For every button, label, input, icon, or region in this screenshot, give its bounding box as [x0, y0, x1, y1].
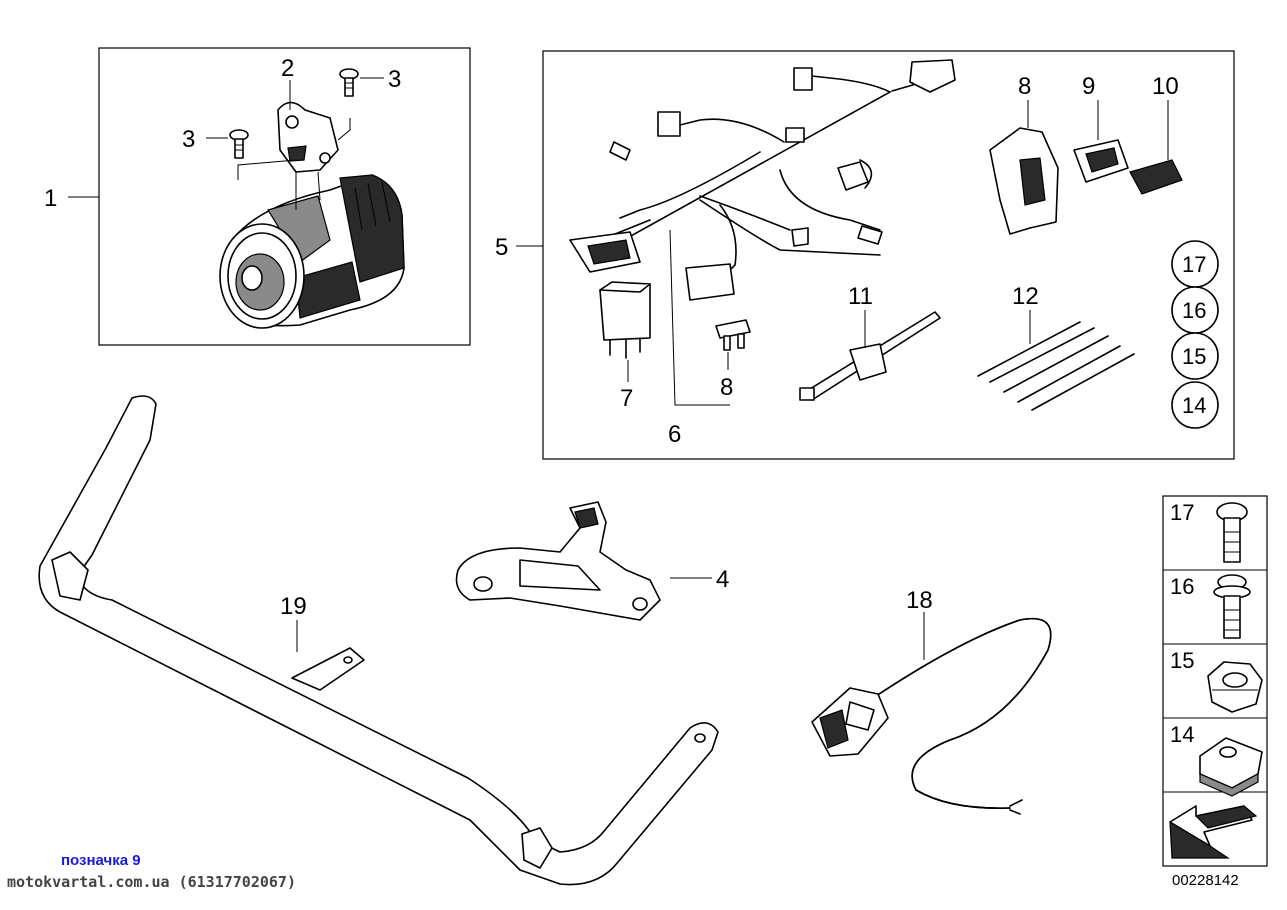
guard-bar	[38, 395, 719, 886]
circled-ref-14: 14	[1171, 381, 1219, 429]
direction-arrow-icon	[1169, 805, 1258, 859]
fuse	[715, 319, 751, 351]
cable-tie-with-holder	[799, 311, 941, 401]
switch-housing	[989, 127, 1059, 235]
wiring-harness-group-frame	[542, 50, 1235, 460]
screw-upper	[339, 68, 359, 97]
callout-2: 2	[281, 55, 294, 82]
callout-10: 9	[1082, 73, 1095, 100]
diagram-id: 00228142	[1172, 872, 1239, 889]
footer-site-link[interactable]: motokvartal.com.ua (61317702067)	[7, 873, 296, 891]
circled-ref-16: 16	[1171, 286, 1219, 334]
callout-3-upper: 3	[388, 66, 401, 93]
wiring-harness	[569, 59, 956, 301]
callout-12: 11	[848, 283, 873, 310]
callout-11: 10	[1152, 73, 1179, 100]
callout-6: 6	[668, 421, 681, 448]
callout-7: 7	[620, 385, 633, 412]
svg-text:17: 17	[1170, 500, 1194, 525]
circled-ref-17: 17	[1171, 240, 1219, 288]
svg-text:15: 15	[1170, 648, 1194, 673]
svg-text:14: 14	[1182, 393, 1206, 418]
fastener-table	[1162, 495, 1268, 867]
cable-ties	[977, 321, 1135, 411]
callout-8: 8	[720, 374, 733, 401]
svg-text:17: 17	[1182, 252, 1206, 277]
callout-13: 12	[1012, 283, 1039, 310]
fog-light-lamp	[219, 174, 405, 329]
svg-text:15: 15	[1182, 344, 1206, 369]
callout-9: 8	[1018, 73, 1031, 100]
svg-text:16: 16	[1182, 298, 1206, 323]
switch-button	[1129, 159, 1183, 195]
callout-1: 1	[44, 185, 57, 212]
callout-18: 18	[906, 587, 933, 614]
screw-lower	[229, 129, 249, 159]
callout-3-lower: 3	[182, 126, 195, 153]
callout-5: 5	[495, 234, 508, 261]
fastener-16-screw-with-washer: 16	[1170, 574, 1251, 639]
holder-bracket	[455, 501, 661, 621]
fastener-15-hex-nut: 15	[1170, 648, 1263, 713]
cable-connector	[811, 617, 1052, 815]
mounting-bracket	[237, 101, 351, 210]
callout-4: 4	[716, 566, 729, 593]
callout-19: 19	[280, 593, 307, 620]
footer-note: позначка 9	[61, 852, 141, 869]
svg-text:14: 14	[1170, 722, 1194, 747]
switch-frame	[1073, 139, 1129, 183]
fastener-14-clip-nut: 14	[1170, 722, 1263, 797]
svg-text:16: 16	[1170, 574, 1194, 599]
relay	[599, 281, 651, 359]
circled-ref-15: 15	[1171, 332, 1219, 380]
fastener-17-torx-screw: 17	[1170, 500, 1248, 563]
